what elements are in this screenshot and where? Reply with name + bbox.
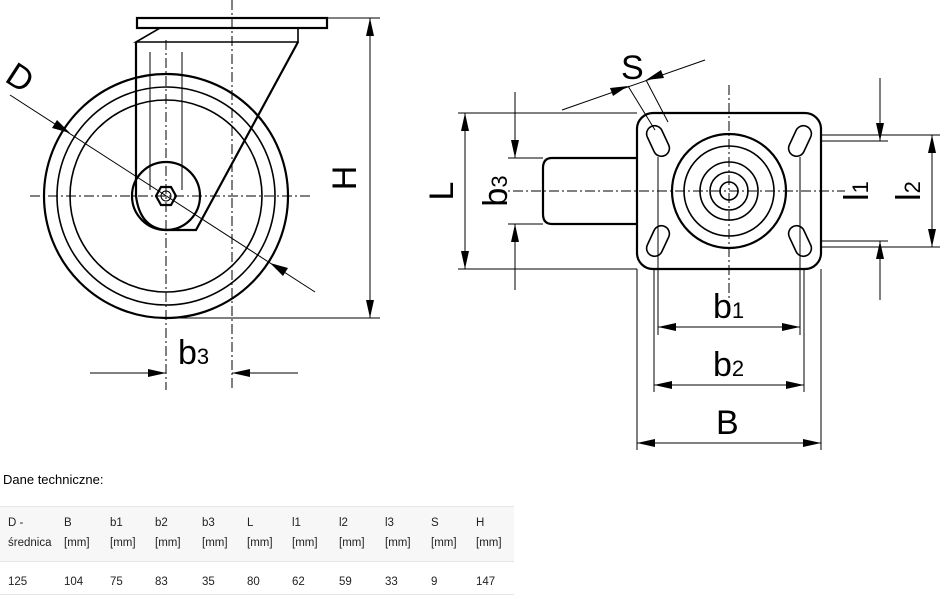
dim-H-arrow-bottom [366, 300, 374, 318]
dim-l1-arrow-a [876, 123, 884, 141]
spec-header-name: S [431, 517, 439, 529]
dim-b3-right-label: b3 [477, 175, 515, 206]
spec-header-name: l3 [385, 517, 394, 529]
slot-hole-tr [787, 124, 813, 158]
spec-value-cell: 75 [102, 561, 147, 595]
spec-header-name: H [476, 517, 485, 529]
spec-value-cell: 147 [468, 561, 514, 595]
dim-b3-right-arrow-a [511, 140, 519, 158]
dim-b1-arrow-b [782, 323, 800, 331]
spec-header-unit: średnica [8, 537, 52, 549]
swivel-head [133, 27, 299, 43]
spec-header-cell: b2 [mm] [147, 506, 194, 562]
spec-header-unit: [mm] [476, 537, 502, 549]
spec-header-name: b3 [202, 517, 215, 529]
spec-header-name: b1 [110, 517, 123, 529]
spec-header-cell: L [mm] [239, 506, 284, 562]
spec-header-unit: [mm] [202, 537, 228, 549]
spec-value-cell: 80 [239, 561, 284, 595]
dim-b3-left-label: b3 [178, 334, 209, 372]
spec-header-cell: l1 [mm] [284, 506, 331, 562]
spec-header-unit: [mm] [385, 537, 411, 549]
dim-S-line [561, 59, 706, 111]
dim-b2-arrow-b [786, 381, 804, 389]
dim-D-arrow-a [52, 120, 70, 133]
spec-header-name: D - [8, 517, 24, 529]
dim-D-arrow-b [270, 263, 288, 276]
spec-header-unit: [mm] [247, 537, 273, 549]
spec-value-cell: 62 [284, 561, 331, 595]
spec-header-cell: b3 [mm] [194, 506, 239, 562]
top-view: L b3 S l1 l2 [423, 49, 940, 450]
dim-S-arrow-b [646, 70, 664, 80]
spec-value-cell: 9 [423, 561, 468, 595]
dim-b1-label: b1 [713, 288, 744, 326]
dim-S-ext-a [627, 85, 656, 131]
dim-l2-arrow-b [928, 229, 936, 247]
dim-L-label: L [423, 182, 461, 201]
spec-header-unit: [mm] [339, 537, 365, 549]
dim-b2-label: b2 [713, 346, 744, 384]
spec-value-cell: 83 [147, 561, 194, 595]
spec-header-unit: [mm] [431, 537, 457, 549]
spec-value-cell: 59 [331, 561, 377, 595]
dim-L-arrow-top [461, 113, 469, 131]
dim-l1-label: l1 [838, 181, 876, 201]
spec-header-unit: [mm] [110, 537, 136, 549]
dim-b3-left-arrow-b [232, 369, 250, 377]
stem [541, 156, 637, 226]
dim-b1-arrow-a [658, 323, 676, 331]
spec-header-unit: [mm] [292, 537, 318, 549]
dim-B-arrow-b [803, 439, 821, 447]
dim-l2-label: l2 [890, 181, 928, 201]
side-view: D H b3 [0, 0, 380, 390]
spec-value-cell: 104 [56, 561, 102, 595]
dim-l2-arrow-a [928, 135, 936, 153]
dim-b3-right-arrow-b [511, 224, 519, 242]
dim-S-ext-b [645, 79, 669, 123]
spec-title: Dane techniczne: [3, 472, 104, 487]
spec-header-unit: [mm] [64, 537, 90, 549]
dim-B-label: B [716, 404, 739, 442]
spec-header-name: l1 [292, 517, 301, 529]
dim-H-arrow-top [366, 18, 374, 36]
spec-value-cell: 35 [194, 561, 239, 595]
spec-header-name: L [247, 517, 254, 529]
spec-header-name: b2 [155, 517, 168, 529]
dim-L-arrow-bottom [461, 251, 469, 269]
spec-header-cell: H [mm] [468, 506, 514, 562]
dim-H-label: H [326, 166, 364, 191]
dim-B-arrow-a [637, 439, 655, 447]
dim-b2-arrow-a [654, 381, 672, 389]
dim-D-label: D [0, 55, 40, 100]
spec-header-name: B [64, 517, 72, 529]
spec-header-cell: B [mm] [56, 506, 102, 562]
spec-value-cell: 125 [0, 561, 56, 595]
dim-S-label: S [621, 49, 644, 87]
spec-value-cell: 33 [377, 561, 423, 595]
spec-header-cell: l3 [mm] [377, 506, 423, 562]
spec-header-cell: S [mm] [423, 506, 468, 562]
slot-hole-br [787, 224, 813, 258]
spec-header-cell: D - średnica [0, 506, 56, 562]
spec-header-unit: [mm] [155, 537, 181, 549]
spec-header-cell: l2 [mm] [331, 506, 377, 562]
slot-hole-tl [645, 124, 671, 158]
slot-hole-bl [645, 224, 671, 258]
dim-b3-left-arrow-a [148, 369, 166, 377]
dim-S-arrow-a [610, 86, 628, 96]
technical-drawing: D H b3 [0, 0, 940, 450]
dim-l1-arrow-b [876, 241, 884, 259]
spec-header-name: l2 [339, 517, 348, 529]
spec-header-cell: b1 [mm] [102, 506, 147, 562]
